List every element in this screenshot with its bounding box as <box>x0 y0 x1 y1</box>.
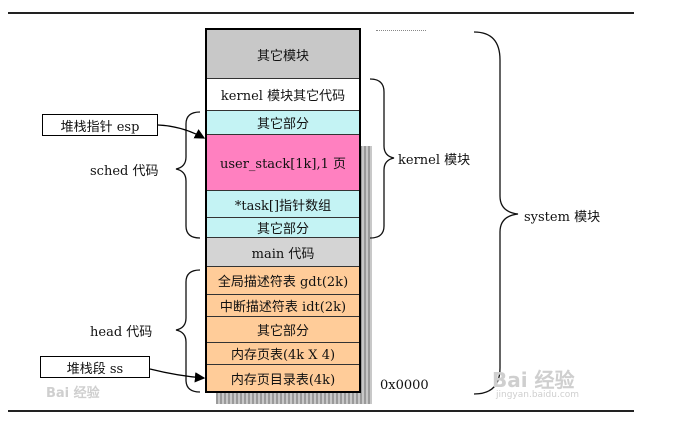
segment-other-modules: 其它模块 <box>207 30 359 79</box>
esp-arrow <box>157 124 206 139</box>
segment-main-code: main 代码 <box>207 238 359 267</box>
kernel-brace <box>369 78 395 239</box>
system-brace <box>473 31 519 395</box>
watermark-right-url: jingyan.baidu.com <box>496 390 580 400</box>
top-rule <box>8 12 634 14</box>
system-module-label: system 模块 <box>524 210 601 225</box>
stack-segment-ss-box: 堆栈段 ss <box>40 356 150 378</box>
ss-arrow <box>149 368 206 383</box>
segment-user-stack: user_stack[1k],1 页 <box>207 135 359 191</box>
segment-idt: 中断描述符表 idt(2k) <box>207 295 359 317</box>
segment-gdt: 全局描述符表 gdt(2k) <box>207 267 359 295</box>
segment-other-part-1: 其它部分 <box>207 111 359 135</box>
bottom-rule <box>8 410 634 412</box>
segment-kernel-other-code: kernel 模块其它代码 <box>207 79 359 111</box>
memory-stack: 其它模块 kernel 模块其它代码 其它部分 user_stack[1k],1… <box>205 28 361 393</box>
watermark-right: Bai 经验 <box>492 368 575 392</box>
segment-other-part-2: 其它部分 <box>207 218 359 238</box>
segment-task-array: *task[]指针数组 <box>207 191 359 218</box>
segment-other-part-3: 其它部分 <box>207 317 359 343</box>
head-brace <box>175 269 201 393</box>
sched-code-label: sched 代码 <box>90 164 159 179</box>
sched-brace <box>175 111 201 239</box>
watermark-left: Bai 经验 <box>46 386 100 401</box>
head-code-label: head 代码 <box>90 325 153 340</box>
address-zero-label: 0x0000 <box>380 378 429 393</box>
stack-pointer-esp-box: 堆栈指针 esp <box>42 114 158 136</box>
segment-page-tables: 内存页表(4k X 4) <box>207 343 359 365</box>
segment-page-directory: 内存页目录表(4k) <box>207 365 359 391</box>
dotted-mark <box>376 30 426 31</box>
kernel-module-label: kernel 模块 <box>398 153 471 168</box>
